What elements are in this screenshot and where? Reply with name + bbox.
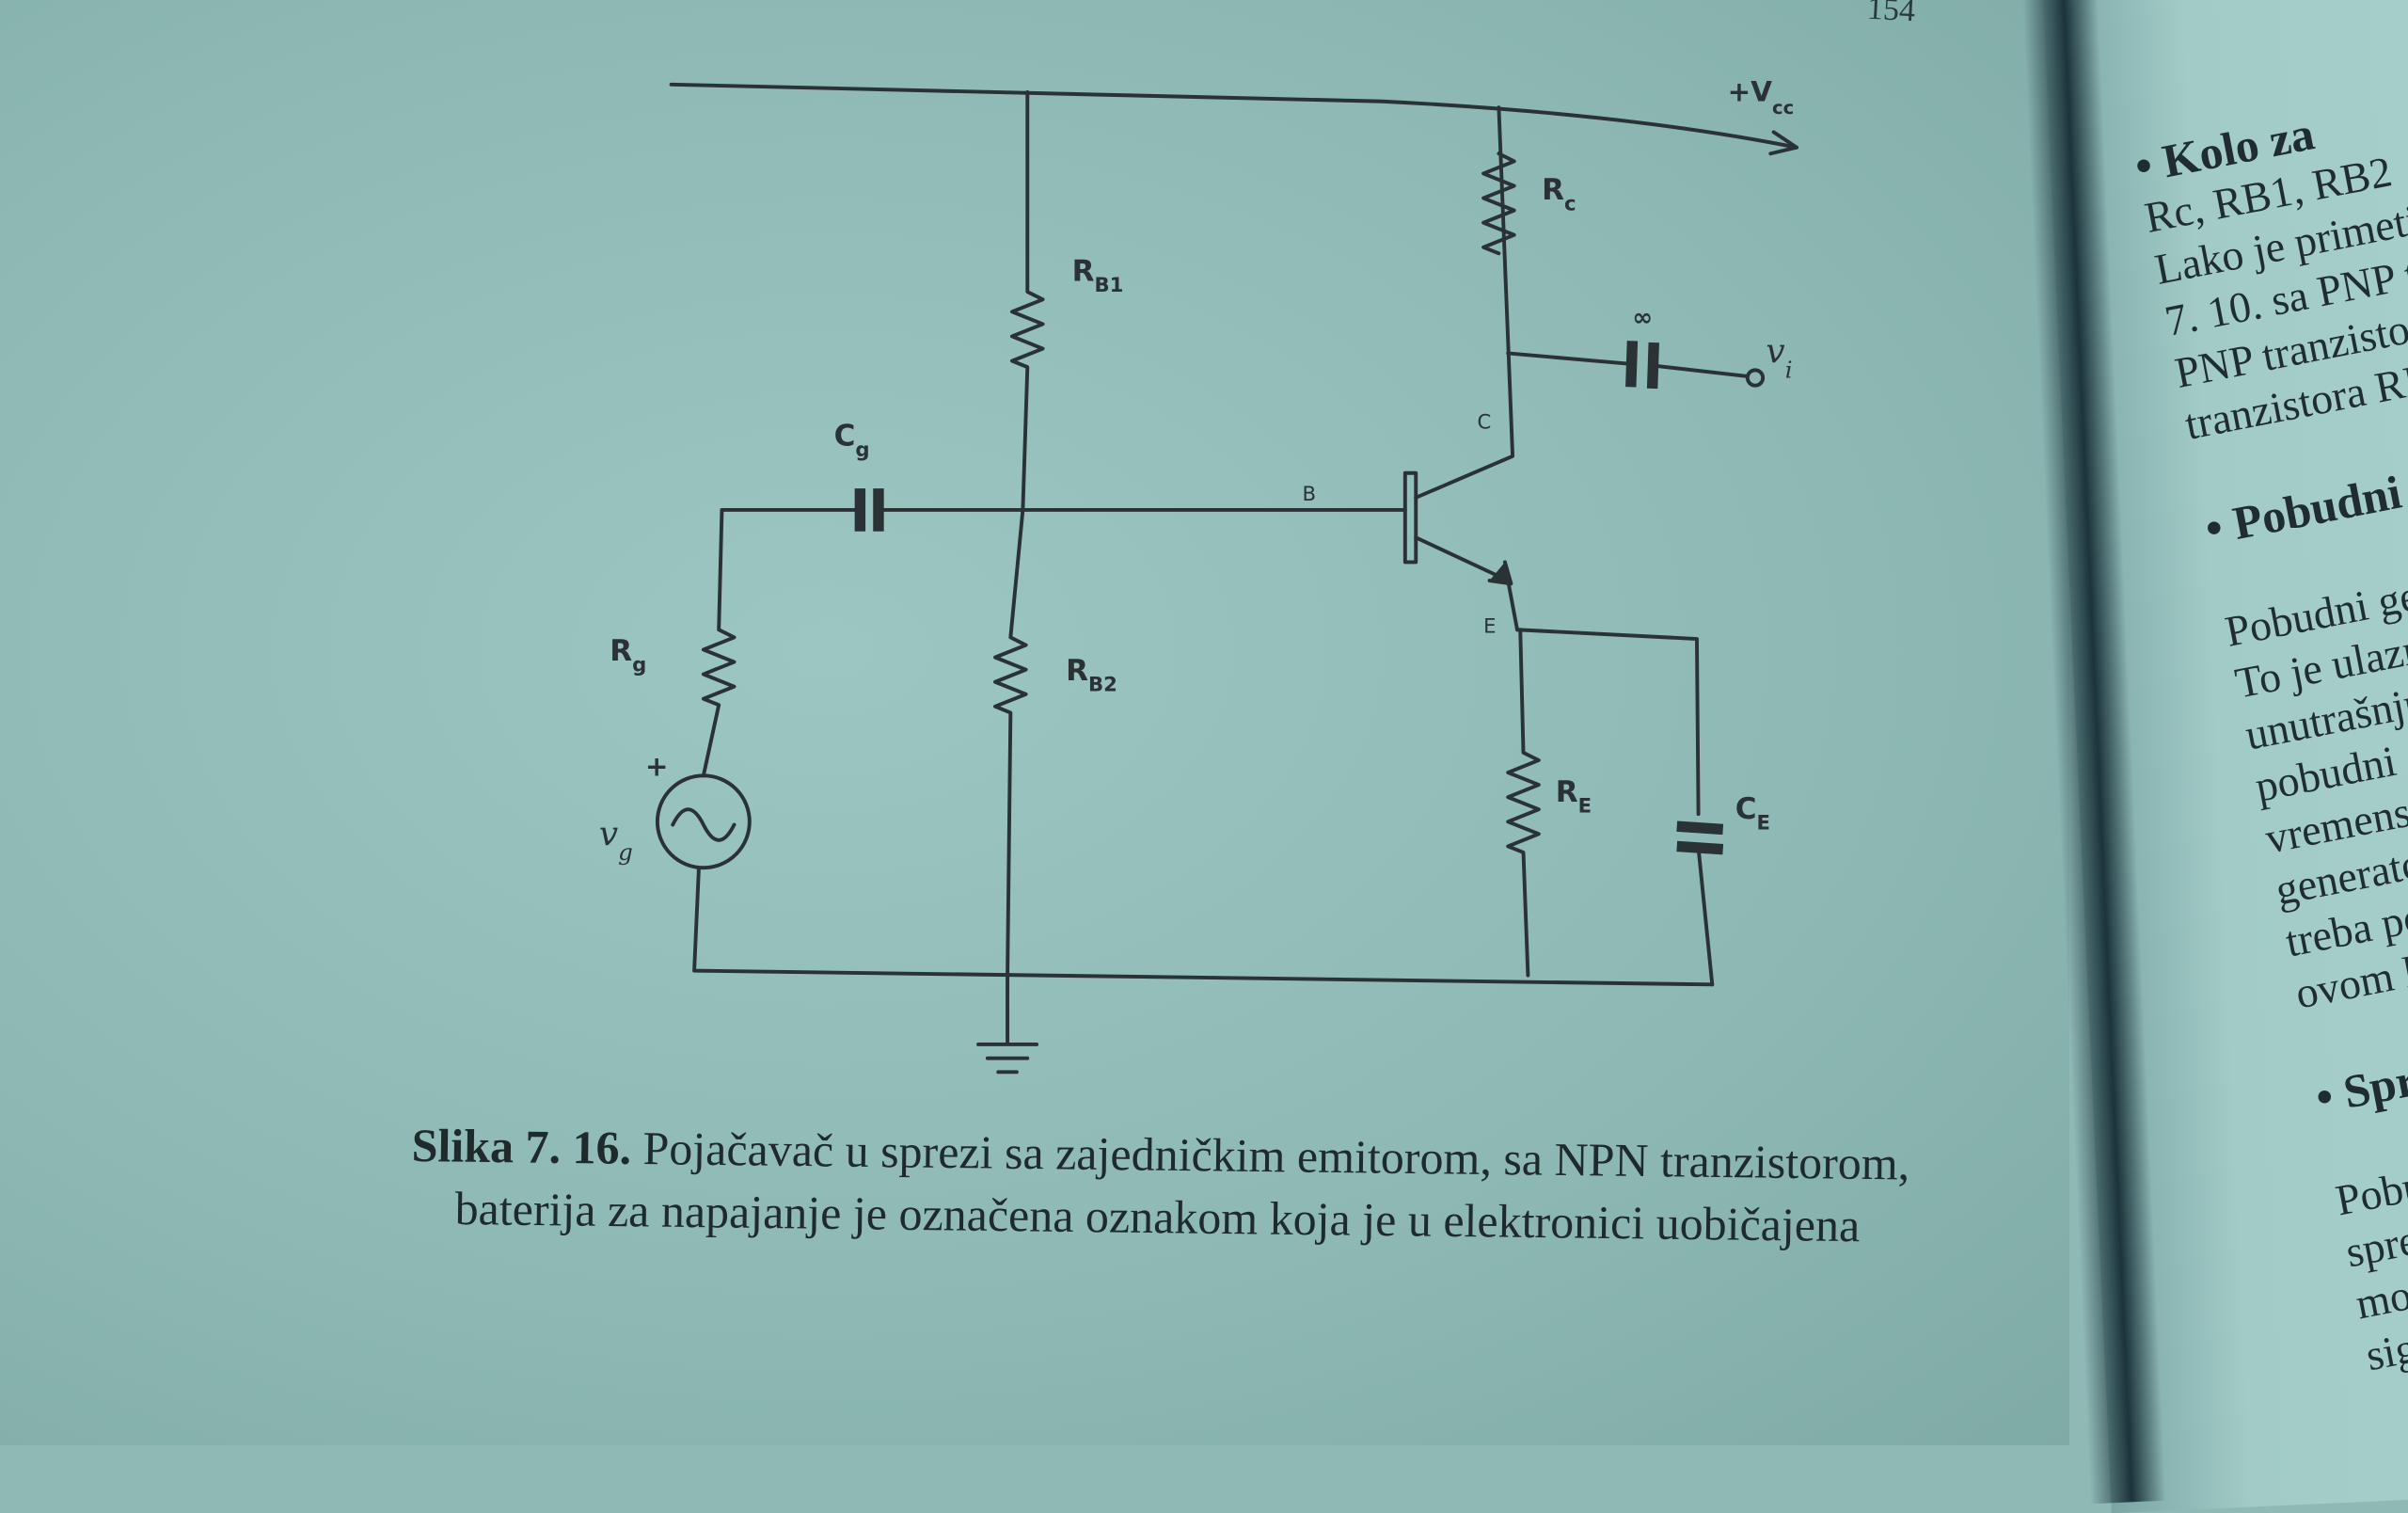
vg-label: v <box>599 815 618 853</box>
svg-text:CE: CE <box>1735 792 1770 835</box>
svg-text:Cg: Cg <box>834 419 870 461</box>
infinity-label: ∞ <box>1632 304 1653 332</box>
re-label: R <box>1556 775 1578 809</box>
rb1-wire <box>993 89 1045 978</box>
cg-label: C <box>834 419 856 453</box>
rc-resistor <box>1481 151 1516 256</box>
emitter-label: E <box>1483 615 1496 639</box>
supply-arrow <box>1768 130 1799 156</box>
capacitor-ce <box>1676 820 1724 855</box>
transistor-base-bar <box>1402 470 1418 565</box>
sine-icon <box>671 807 737 842</box>
svg-text:Rc: Rc <box>1542 173 1576 215</box>
plus-label: + <box>645 750 669 782</box>
svg-text:Rg: Rg <box>610 634 646 677</box>
ground-icon <box>976 973 1039 1075</box>
re-wire <box>1506 628 1715 987</box>
rc-label: R <box>1542 173 1564 207</box>
svg-text:RB2: RB2 <box>1066 654 1117 696</box>
output-terminal <box>1745 368 1766 388</box>
rg-label: R <box>610 634 632 668</box>
svg-text:RE: RE <box>1556 775 1592 818</box>
circuit-diagram: +Vcc RB1 RB2 Rc RE Rg Cg CE ∞ + C B E vg… <box>599 76 1799 1075</box>
svg-text:vg: vg <box>599 815 633 866</box>
book-page-left <box>0 0 2069 1445</box>
svg-text:+Vcc: +Vcc <box>1728 76 1795 119</box>
collector-label: C <box>1478 410 1492 434</box>
rg-wire <box>701 507 737 778</box>
capacitor-output <box>1625 341 1659 390</box>
rb2-label: R <box>1066 654 1088 688</box>
output-wire <box>1506 351 1750 378</box>
ce-label: C <box>1735 792 1757 826</box>
collector-wire <box>1414 105 1515 500</box>
bottom-wire <box>692 866 1715 987</box>
supply-rail <box>669 82 1799 150</box>
vi-label: v <box>1766 332 1784 371</box>
svg-text:vi: vi <box>1766 332 1792 383</box>
supply-label: +V <box>1728 76 1773 108</box>
signal-source <box>655 773 752 870</box>
emitter-arrow <box>1487 560 1513 586</box>
rb1-label: R <box>1072 255 1095 289</box>
capacitor-cg <box>854 488 884 532</box>
base-label: B <box>1302 483 1316 506</box>
svg-text:RB1: RB1 <box>1072 255 1124 297</box>
figure-number: Slika 7. 16. <box>411 1118 632 1174</box>
